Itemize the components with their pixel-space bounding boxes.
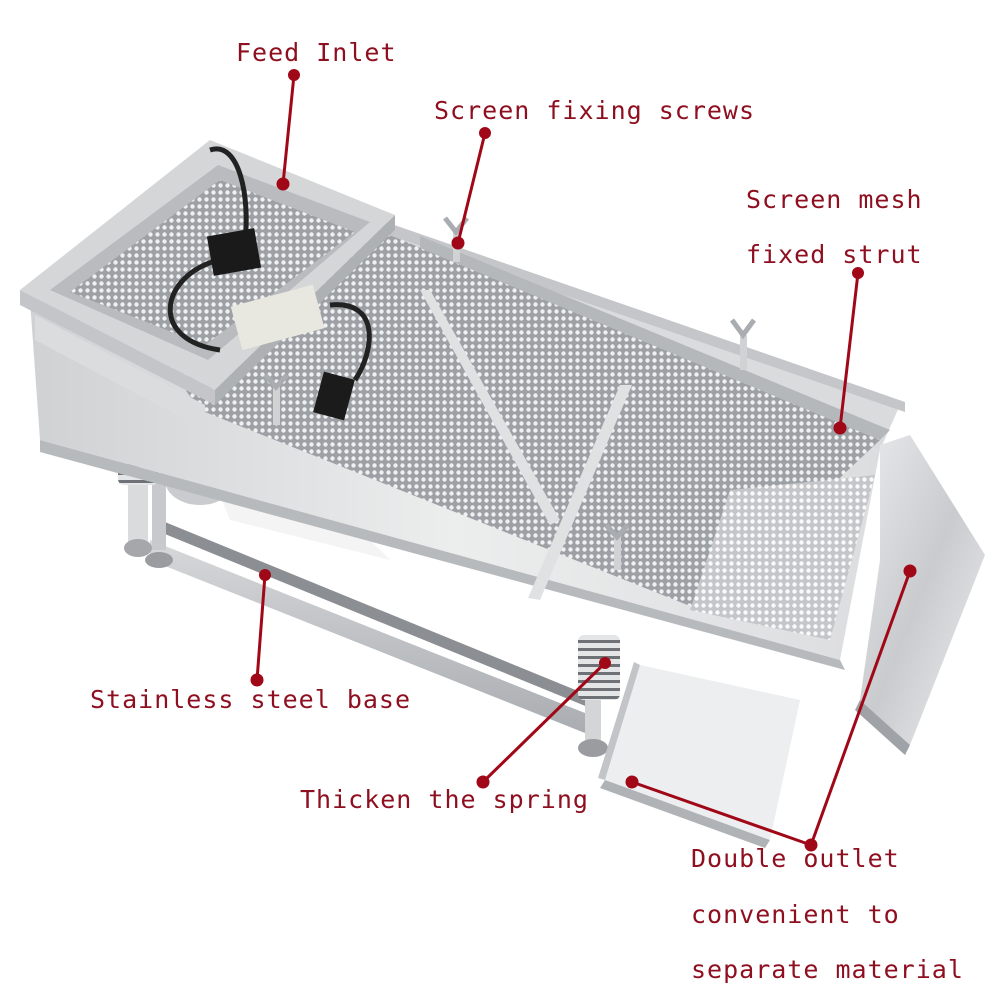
leader-screen-mesh-fixed-strut <box>833 267 864 435</box>
label-stainless-steel-base: Stainless steel base <box>90 685 412 714</box>
label-thicken-the-spring: Thicken the spring <box>300 785 589 814</box>
power-cable-and-plug <box>167 146 372 421</box>
leader-lines <box>250 69 917 852</box>
leader-screen-fixing-screws <box>451 127 491 250</box>
label-double-outlet: Double outlet <box>691 844 900 873</box>
leader-stainless-steel-base <box>250 569 271 687</box>
leader-double-outlet <box>625 564 917 852</box>
label-convenient-to: convenient to <box>691 900 900 929</box>
wing-screw-3 <box>263 373 289 425</box>
leader-thicken-the-spring <box>476 657 611 789</box>
label-feed-inlet: Feed Inlet <box>236 38 397 67</box>
wing-screw-2 <box>729 318 757 370</box>
wing-screw-4 <box>604 523 630 570</box>
label-screen-mesh: Screen mesh <box>746 185 923 214</box>
label-screen-fixing-screws: Screen fixing screws <box>434 96 756 125</box>
outlet-tray-lower <box>598 662 800 848</box>
outlet-chute-upper <box>855 435 985 755</box>
label-separate-material: separate material <box>691 955 964 984</box>
label-fixed-strut: fixed strut <box>746 240 923 269</box>
leader-feed-inlet <box>276 69 300 191</box>
